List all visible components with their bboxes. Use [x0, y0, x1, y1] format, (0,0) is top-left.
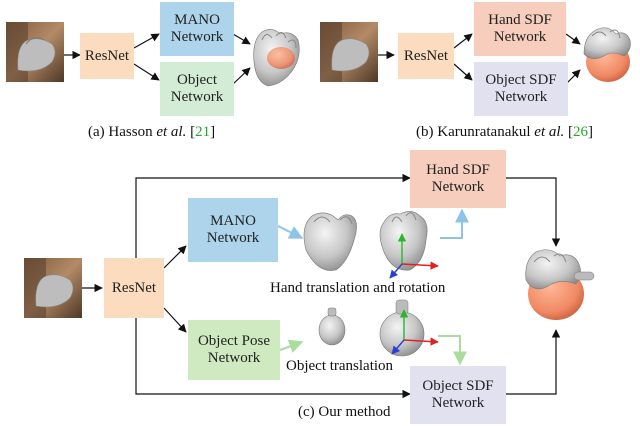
mano-label-line2-c: Network — [206, 230, 260, 246]
mano-network-box-a: MANO Network — [160, 2, 234, 56]
object-sdf-label-line1-b: Object SDF — [485, 72, 557, 88]
hand-mesh-c — [303, 212, 357, 271]
arrow-b-handsdf-output — [565, 33, 581, 45]
arrow-b-resnet-handsdf — [453, 33, 473, 49]
hand-sdf-label-line2-c: Network — [431, 179, 485, 195]
arrow-a-resnet-object — [133, 63, 160, 81]
caption-b: (b) Karunratanakul et al. [26] — [416, 124, 594, 140]
arrow-c-objectsdf-output — [506, 329, 561, 395]
object-label-line1-a: Object — [177, 72, 217, 88]
object-pose-network-box-c: Object Pose Network — [188, 320, 280, 380]
arrow-c-hand-handsdf — [440, 208, 469, 239]
arrow-b-objectsdf-output — [565, 69, 581, 85]
mano-network-box-c: MANO Network — [188, 198, 278, 262]
object-sdf-label-line2-b: Network — [494, 89, 548, 105]
resnet-box-c: ResNet — [104, 258, 164, 318]
hand-translation-rotation-label: Hand translation and rotation — [270, 280, 446, 296]
arrow-a-resnet-mano — [133, 33, 160, 49]
hand-sdf-box-c: Hand SDF Network — [410, 150, 506, 208]
resnet-label-a: ResNet — [84, 47, 130, 64]
hand-sdf-label-line1-c: Hand SDF — [426, 162, 490, 178]
object-pose-label-line2-c: Network — [207, 350, 261, 366]
caption-c: (c) Our method — [298, 404, 391, 420]
arrow-b-resnet-objectsdf — [453, 63, 473, 81]
hand-sdf-box-b: Hand SDF Network — [474, 2, 566, 56]
panel-a — [6, 22, 300, 87]
arrow-c-resnet-handsdf — [135, 173, 411, 258]
resnet-box-a: ResNet — [80, 33, 134, 79]
object-network-box-a: Object Network — [160, 62, 234, 116]
input-image-a — [6, 22, 64, 82]
resnet-label-b: ResNet — [403, 47, 449, 64]
arrow-c-mano-hand — [277, 225, 304, 239]
arrow-c-resnet-mano — [163, 245, 187, 269]
arrow-c-handsdf-output — [506, 177, 561, 247]
arrow-a-mano-output — [232, 33, 251, 45]
mano-label-line1-a: MANO — [174, 12, 220, 28]
mano-label-line1-c: MANO — [210, 213, 256, 229]
object-mesh-posed-c — [379, 299, 439, 357]
citation-ref-a[interactable]: 21 — [195, 124, 211, 140]
hand-object-mesh-c — [525, 249, 595, 320]
object-pose-label-line1-c: Object Pose — [197, 333, 271, 349]
citation-ref-b[interactable]: 26 — [573, 124, 589, 140]
resnet-box-b: ResNet — [398, 33, 454, 79]
hand-mesh-posed-c — [379, 211, 439, 279]
arrow-a-object-output — [232, 67, 251, 85]
arrow-c-objectpose-object — [279, 339, 304, 353]
object-sdf-label-line2-c: Network — [431, 395, 485, 411]
panel-b — [320, 22, 631, 85]
input-image-b — [320, 22, 378, 82]
arrow-c-resnet-objectsdf — [135, 318, 411, 399]
object-label-line2-a: Network — [170, 89, 224, 105]
object-sdf-box-b: Object SDF Network — [474, 62, 568, 116]
hand-object-mesh-a — [253, 29, 300, 87]
object-mesh-c — [318, 307, 346, 346]
hand-object-mesh-b — [583, 27, 631, 82]
caption-a: (a) Hasson et al. [21] — [88, 124, 216, 140]
arrow-c-resnet-objectpose — [163, 307, 187, 333]
arrow-c-object-objectsdf — [438, 335, 467, 366]
resnet-label-c: ResNet — [111, 279, 157, 296]
hand-sdf-label-line1-b: Hand SDF — [488, 12, 552, 28]
panel-c — [24, 173, 595, 399]
mano-label-line2-a: Network — [170, 29, 224, 45]
hand-sdf-label-line2-b: Network — [493, 29, 547, 45]
object-translation-label: Object translation — [286, 358, 394, 374]
object-sdf-label-line1-c: Object SDF — [422, 378, 494, 394]
object-sdf-box-c: Object SDF Network — [410, 366, 506, 424]
input-image-c — [24, 258, 82, 318]
